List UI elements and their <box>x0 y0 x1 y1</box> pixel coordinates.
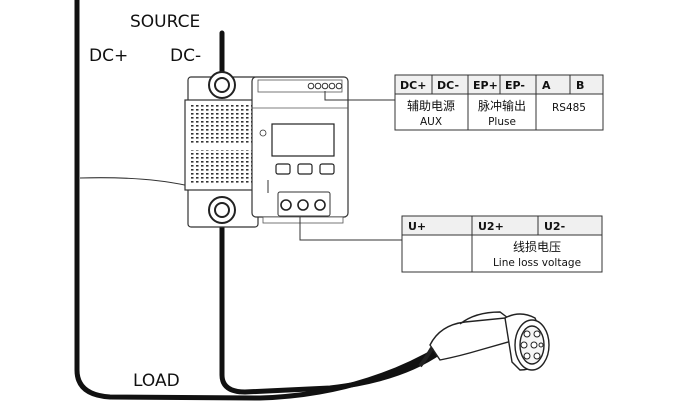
pulse-cn-label: 脉冲输出 <box>478 98 526 113</box>
energy-meter <box>251 76 349 224</box>
hdr-dc-minus: DC- <box>437 79 459 92</box>
hdr-u-plus: U+ <box>408 220 426 233</box>
meter-buttons <box>275 163 335 175</box>
dc-plus-cable <box>74 0 443 401</box>
top-leader-line <box>324 91 395 101</box>
aux-en-label: AUX <box>420 116 442 128</box>
dc-plus-label: DC+ <box>89 46 128 66</box>
hdr-ep-minus: EP- <box>505 79 525 92</box>
ev-charging-plug <box>418 311 550 371</box>
hdr-ep-plus: EP+ <box>473 79 498 92</box>
hdr-a: A <box>542 79 551 92</box>
line-loss-en-label: Line loss voltage <box>493 257 581 269</box>
shunt-vent-grid <box>190 105 255 185</box>
aux-cn-label: 辅助电源 <box>407 99 455 113</box>
hdr-u2-plus: U2+ <box>478 220 504 233</box>
top-comm-terminals <box>307 82 343 90</box>
hdr-dc-plus: DC+ <box>400 79 426 92</box>
dc-minus-label: DC- <box>170 46 201 66</box>
bottom-voltage-terminals <box>280 199 326 211</box>
bottom-terminal-table: U+ U2+ U2- 线损电压 Line loss voltage <box>401 215 603 273</box>
source-label: SOURCE <box>130 12 200 32</box>
hdr-u2-minus: U2- <box>544 220 565 233</box>
lcd-display <box>271 123 335 157</box>
shunt-module <box>184 71 262 228</box>
load-label: LOAD <box>133 371 180 391</box>
pulse-en-label: Pluse <box>488 116 516 128</box>
hdr-b: B <box>576 79 584 92</box>
bottom-leader-line <box>299 217 402 241</box>
rs485-label: RS485 <box>552 102 586 114</box>
line-loss-cn-label: 线损电压 <box>513 240 561 254</box>
top-terminal-table: DC+ DC- EP+ EP- A B 辅助电源 AUX 脉冲输出 Pluse … <box>394 74 604 131</box>
